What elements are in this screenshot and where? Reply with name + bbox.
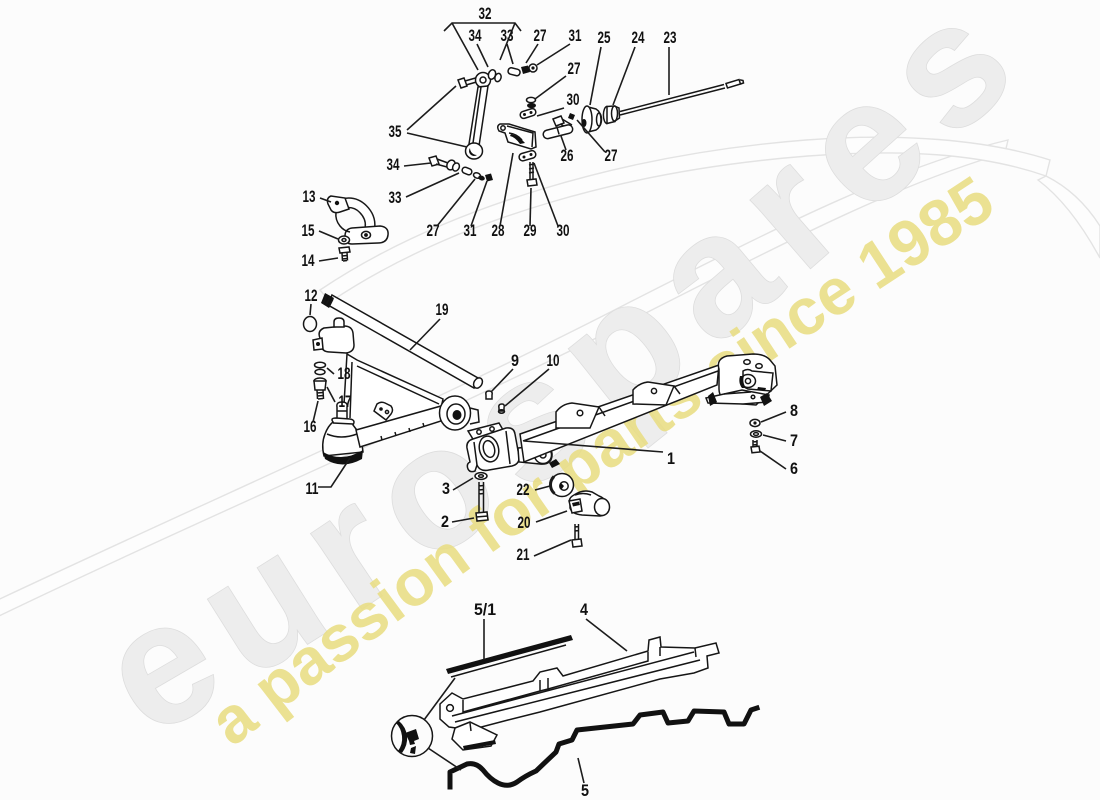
svg-text:16: 16 <box>304 417 317 436</box>
svg-text:33: 33 <box>501 26 514 45</box>
svg-text:15: 15 <box>302 221 315 240</box>
svg-text:17: 17 <box>339 392 352 411</box>
svg-text:20: 20 <box>518 513 531 532</box>
svg-text:6: 6 <box>790 459 798 478</box>
svg-text:28: 28 <box>492 221 505 240</box>
svg-text:10: 10 <box>547 351 560 370</box>
svg-text:31: 31 <box>464 221 477 240</box>
svg-text:14: 14 <box>302 251 315 270</box>
svg-text:32: 32 <box>479 4 492 23</box>
svg-text:27: 27 <box>534 26 547 45</box>
svg-text:18: 18 <box>338 364 351 383</box>
svg-text:27: 27 <box>568 59 581 78</box>
svg-text:23: 23 <box>664 28 677 47</box>
svg-text:11: 11 <box>306 479 319 498</box>
svg-text:2: 2 <box>441 512 449 531</box>
svg-text:21: 21 <box>517 545 530 564</box>
svg-text:1: 1 <box>667 449 675 468</box>
svg-text:4: 4 <box>580 600 588 619</box>
svg-text:26: 26 <box>561 146 574 165</box>
svg-text:5: 5 <box>581 781 589 800</box>
svg-text:35: 35 <box>389 122 402 141</box>
svg-text:33: 33 <box>389 188 402 207</box>
svg-text:27: 27 <box>605 146 618 165</box>
svg-text:eurospares: eurospares <box>70 0 1060 771</box>
svg-text:9: 9 <box>511 351 519 370</box>
svg-text:34: 34 <box>387 155 400 174</box>
svg-text:7: 7 <box>790 431 798 450</box>
svg-text:34: 34 <box>469 26 482 45</box>
svg-text:19: 19 <box>436 300 449 319</box>
svg-text:29: 29 <box>524 221 537 240</box>
svg-text:24: 24 <box>632 28 645 47</box>
svg-text:5/1: 5/1 <box>474 600 496 619</box>
svg-text:30: 30 <box>567 90 580 109</box>
svg-text:13: 13 <box>303 187 316 206</box>
svg-text:31: 31 <box>569 26 582 45</box>
svg-text:30: 30 <box>557 221 570 240</box>
svg-text:8: 8 <box>790 401 798 420</box>
svg-text:22: 22 <box>517 480 530 499</box>
svg-text:3: 3 <box>442 479 450 498</box>
svg-text:25: 25 <box>598 28 611 47</box>
svg-text:12: 12 <box>305 286 318 305</box>
svg-text:27: 27 <box>427 221 440 240</box>
